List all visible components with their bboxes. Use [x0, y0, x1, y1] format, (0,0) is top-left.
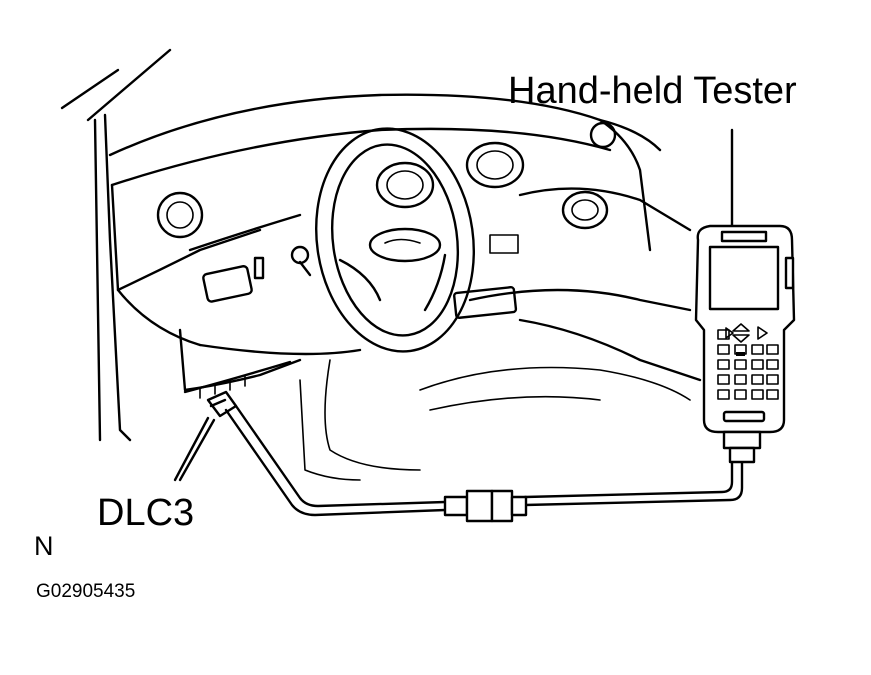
cable-connector: [443, 489, 528, 523]
figure-id-label: G02905435: [36, 581, 136, 602]
tester-keypad: [717, 323, 779, 400]
dlc3-connector: [173, 390, 238, 482]
view-code-label: N: [34, 531, 54, 561]
tester-cable: [224, 404, 744, 517]
dashboard: [60, 48, 702, 481]
hand-held-tester: [694, 128, 796, 464]
dlc3-label: DLC3: [97, 492, 195, 534]
steering-wheel: [315, 127, 475, 353]
hand-held-tester-label: Hand-held Tester: [508, 70, 797, 112]
